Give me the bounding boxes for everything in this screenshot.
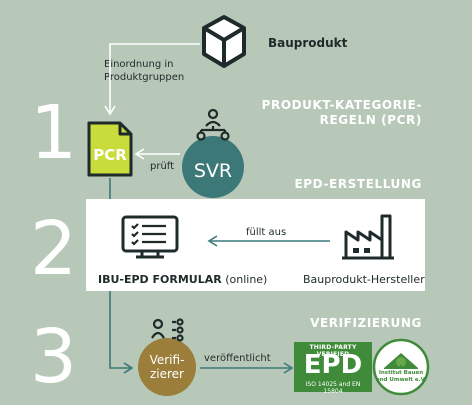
- epd-badge: [294, 342, 372, 392]
- step-number-2: 2: [30, 206, 78, 292]
- manufacturer-label: Bauprodukt-Hersteller: [303, 273, 425, 286]
- person-hierarchy-icon: [151, 318, 184, 342]
- fills-arrow: [207, 235, 330, 247]
- checklist-form-icon: [121, 215, 179, 259]
- classification-label: Einordnung in Produktgruppen: [104, 59, 185, 83]
- arrow-label-pruft: prüft: [150, 161, 175, 172]
- group-people-icon: [196, 108, 230, 141]
- section-title-verification: VERIFIZIERUNG: [310, 316, 422, 330]
- verifier-circle: [138, 338, 196, 396]
- section-title-epd-creation: EPD-ERSTELLUNG: [294, 177, 422, 191]
- cube-icon: [202, 15, 246, 68]
- factory-icon: [342, 214, 394, 260]
- svr-label: SVR: [193, 160, 233, 182]
- step-number-1: 1: [30, 90, 78, 176]
- epd-badge-bottom-text: ISO 14025 and EN 15804: [305, 381, 361, 395]
- document-icon: [87, 121, 133, 177]
- pcr-label: PCR: [93, 146, 127, 164]
- house-tree-seal-icon: [372, 338, 430, 396]
- epd-badge-top-text: THIRD-PARTY VERIFIED: [309, 344, 357, 358]
- step-number-3: 3: [30, 314, 78, 400]
- arrow-label-fullt-aus: füllt aus: [246, 227, 287, 238]
- formular-label: IBU-EPD FORMULAR (online): [98, 273, 268, 286]
- section-title-pcr: PRODUKT-KATEGORIE- REGELN (PCR): [261, 98, 422, 127]
- svr-circle: [182, 136, 244, 198]
- product-label: Bauprodukt: [268, 36, 348, 50]
- epd-badge-main-text: EPD: [303, 350, 363, 380]
- epd-seal-org-text: Institut Bauen und Umwelt e.V.: [375, 370, 427, 383]
- verifier-label: Verifi- zierer: [149, 353, 185, 381]
- arrow-label-veroeffentlicht: veröffentlicht: [204, 353, 271, 364]
